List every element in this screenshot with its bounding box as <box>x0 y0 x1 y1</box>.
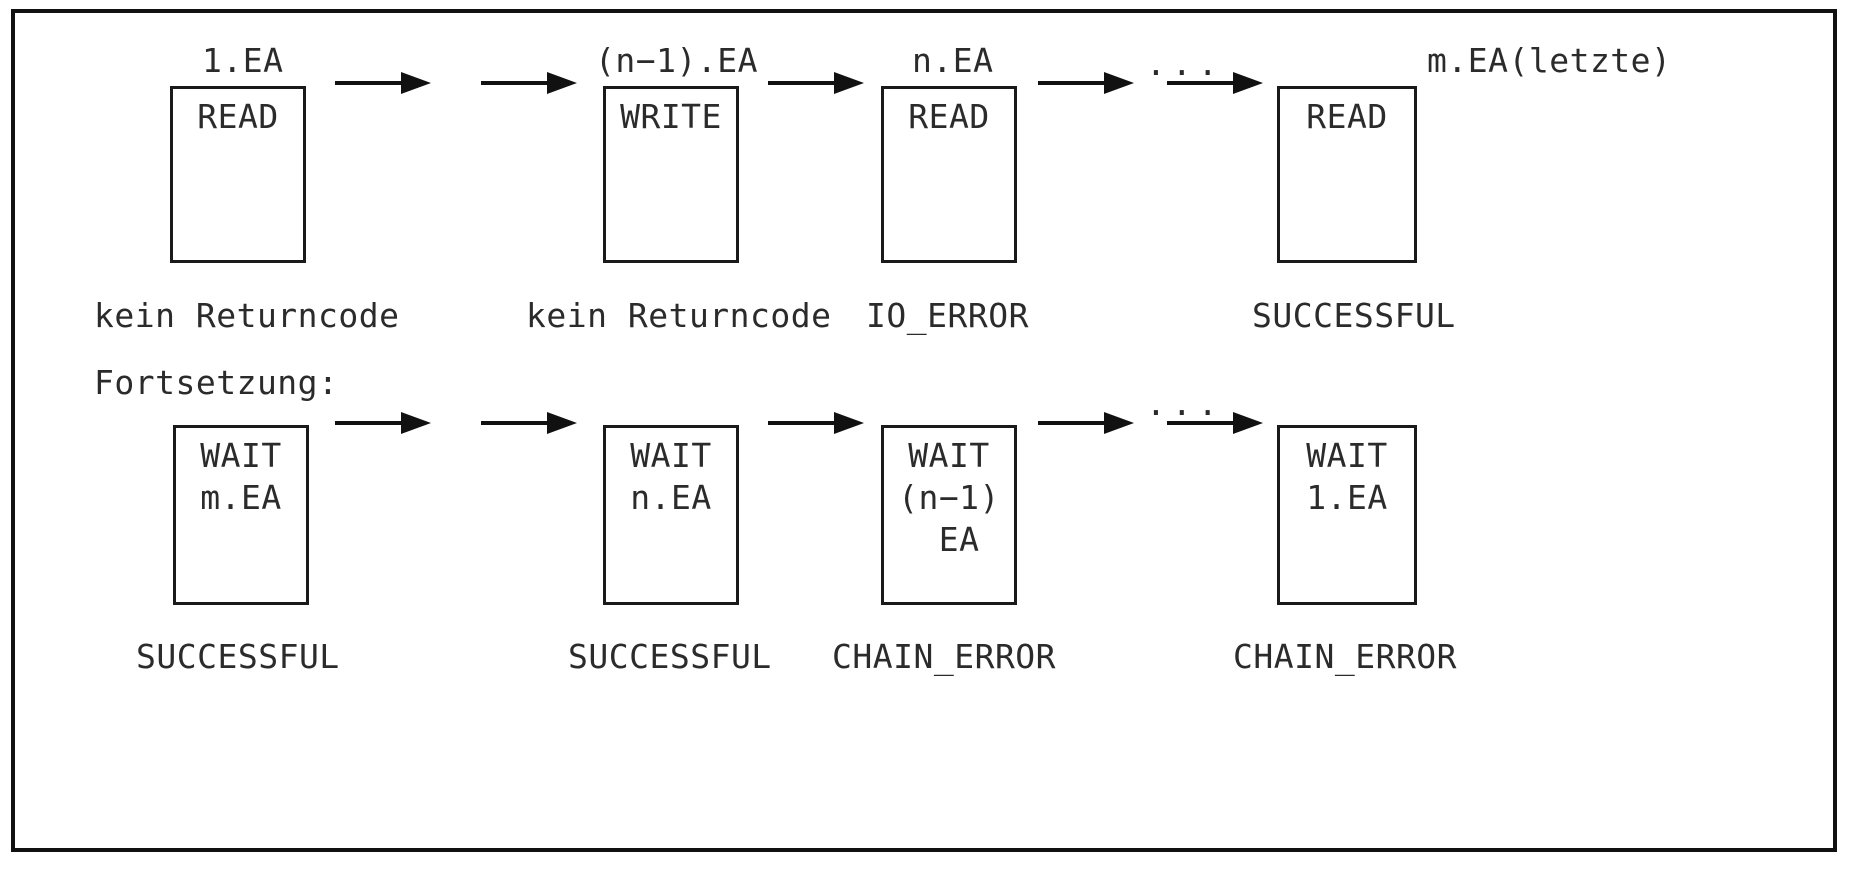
row2-box-wait-mea[interactable]: WAIT m.EA <box>173 425 309 605</box>
row2-box1-line2: m.EA <box>200 478 282 517</box>
row1-box-read-2[interactable]: READ <box>881 86 1017 263</box>
row2-step3-caption: CHAIN_ERROR <box>832 637 1057 676</box>
row1-box-read-1[interactable]: READ <box>170 86 306 263</box>
row2-box3-line2: (n−1) <box>898 478 1000 517</box>
row1-step2-top-label: (n−1).EA <box>595 41 758 80</box>
row1-arrow-2 <box>481 70 577 96</box>
row2-box3-line3: EA <box>918 520 980 559</box>
row2-step4-caption: CHAIN_ERROR <box>1233 637 1458 676</box>
row1-step1-caption: kein Returncode <box>94 296 400 335</box>
row1-arrow-5 <box>1167 70 1263 96</box>
row2-arrow-2 <box>481 410 577 436</box>
row1-arrow-3 <box>768 70 864 96</box>
row1-step2-caption: kein Returncode <box>526 296 832 335</box>
row1-box-write[interactable]: WRITE <box>603 86 739 263</box>
row1-box-read-3[interactable]: READ <box>1277 86 1417 263</box>
row2-arrow-4 <box>1038 410 1134 436</box>
row1-step4-top-label: m.EA(letzte) <box>1427 41 1672 80</box>
row1-box3-line1: READ <box>908 97 990 136</box>
row2-box4-line2: 1.EA <box>1306 478 1388 517</box>
row1-arrow-4 <box>1038 70 1134 96</box>
row1-box1-line1: READ <box>197 97 279 136</box>
row1-step1-top-label: 1.EA <box>202 41 284 80</box>
row2-arrow-3 <box>768 410 864 436</box>
row2-box4-line1: WAIT <box>1306 436 1388 475</box>
row1-box2-line1: WRITE <box>620 97 722 136</box>
row2-step2-caption: SUCCESSFUL <box>568 637 772 676</box>
row1-step3-top-label: n.EA <box>912 41 994 80</box>
row1-step3-caption: IO_ERROR <box>866 296 1029 335</box>
continuation-label: Fortsetzung: <box>94 363 339 402</box>
row2-box1-line1: WAIT <box>200 436 282 475</box>
row1-box4-line1: READ <box>1306 97 1388 136</box>
row2-box2-line2: n.EA <box>630 478 712 517</box>
row1-step4-caption: SUCCESSFUL <box>1252 296 1456 335</box>
row2-box2-line1: WAIT <box>630 436 712 475</box>
row2-box3-line1: WAIT <box>908 436 990 475</box>
row2-step1-caption: SUCCESSFUL <box>136 637 340 676</box>
row2-box-wait-n1ea[interactable]: WAIT (n−1) EA <box>881 425 1017 605</box>
row2-arrow-1 <box>335 410 431 436</box>
row1-arrow-1 <box>335 70 431 96</box>
row2-arrow-5 <box>1167 410 1263 436</box>
row2-box-wait-1ea[interactable]: WAIT 1.EA <box>1277 425 1417 605</box>
row2-box-wait-nea[interactable]: WAIT n.EA <box>603 425 739 605</box>
